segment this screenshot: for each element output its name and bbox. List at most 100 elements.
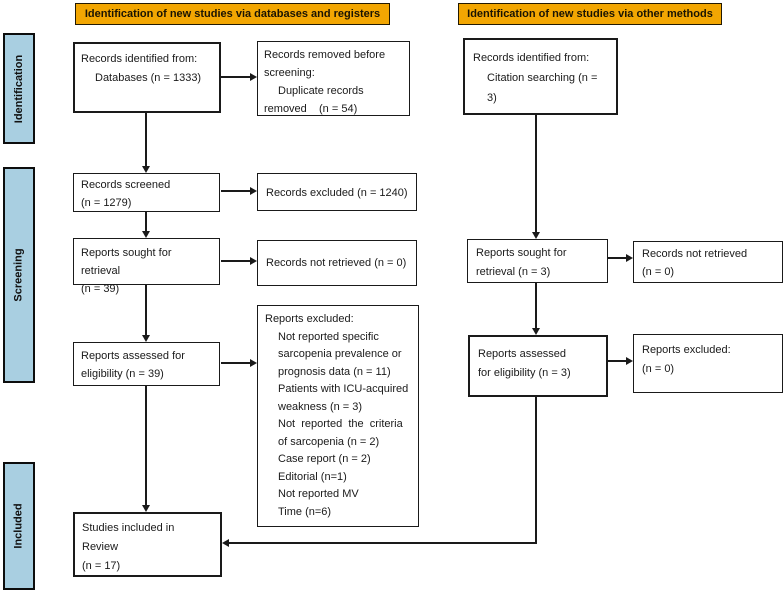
arrowhead-down-icon [142, 335, 150, 342]
box-line: Records not retrieved [642, 248, 748, 260]
connector-identified-to-screened [142, 113, 151, 173]
box-line: Records removed before [264, 49, 386, 61]
box-line: Reports assessed for [81, 350, 185, 362]
phase-label-included: Included [3, 462, 35, 590]
box-line: Time (n=6) [278, 505, 332, 518]
arrow-line [221, 362, 250, 364]
connector-soughtright-to-notretrieved [608, 254, 633, 263]
connector-sought-to-assessed [142, 285, 151, 342]
box-line: Patients with ICU-acquired [278, 383, 409, 395]
box-line: Records screened [81, 179, 171, 191]
arrowhead-right-icon [626, 254, 633, 262]
box-line: Reports sought for [476, 247, 567, 259]
box-records-not-retrieved-right: Records not retrieved (n = 0) [633, 241, 783, 283]
box-line: Records identified from: [473, 52, 590, 64]
box-line: Reports sought for retrieval [81, 247, 175, 277]
box-line: Case report (n = 2) [278, 453, 371, 465]
connector-soughtright-to-assessedright [532, 283, 541, 335]
connector-assessed-to-excludedreasons [221, 359, 257, 368]
arrow-line [221, 260, 250, 262]
header-other-methods-label: Identification of new studies via other … [467, 8, 713, 20]
arrowhead-right-icon [250, 257, 257, 265]
box-line: screening: [264, 67, 315, 79]
connector-screened-to-sought [142, 212, 151, 238]
box-line: Not reported the criteria [278, 418, 403, 430]
box-records-not-retrieved-left: Records not retrieved (n = 0) [257, 240, 417, 286]
arrow-line [145, 285, 147, 335]
arrowhead-left-icon [222, 539, 229, 547]
box-line: prognosis data (n = 11) [278, 365, 391, 378]
box-line: for eligibility (n = 3) [478, 367, 571, 379]
arrowhead-down-icon [142, 231, 150, 238]
box-reports-excluded-right: Reports excluded: (n = 0) [633, 334, 783, 393]
arrow-line [535, 115, 537, 232]
arrowhead-right-icon [250, 187, 257, 195]
arrowhead-down-icon [532, 232, 540, 239]
header-databases-registers: Identification of new studies via databa… [75, 3, 390, 25]
box-line: Reports excluded: [642, 344, 731, 356]
arrow-line [608, 257, 626, 259]
box-line: Records identified from: [81, 53, 198, 65]
box-line: Studies included in Review [82, 522, 178, 553]
box-reports-assessed-left: Reports assessed for eligibility (n = 39… [73, 342, 220, 386]
box-line: (n = 39) [81, 283, 120, 295]
box-line: (n = 0) [642, 363, 675, 375]
box-line: eligibility (n = 39) [81, 368, 164, 380]
arrow-line [535, 397, 537, 544]
box-line: Duplicate records [278, 85, 364, 97]
connector-identified-to-removed [221, 73, 257, 82]
box-line: weakness (n = 3) [278, 400, 363, 413]
header-databases-registers-label: Identification of new studies via databa… [84, 8, 381, 20]
arrow-line [221, 190, 250, 192]
arrow-line [229, 542, 537, 544]
box-line: Reports excluded: [265, 313, 354, 325]
phase-label-identification: Identification [3, 33, 35, 144]
connector-assessedright-to-included [222, 397, 538, 547]
box-line: sarcopenia prevalence or [278, 348, 402, 360]
box-records-identified-databases: Records identified from: Databases (n = … [73, 42, 221, 113]
connector-assessedright-to-excluded [608, 357, 633, 366]
box-line: retrieval (n = 3) [476, 266, 551, 278]
arrowhead-down-icon [142, 505, 150, 512]
phase-label-screening: Screening [3, 167, 35, 383]
box-records-identified-citation: Records identified from: Citation search… [463, 38, 618, 115]
connector-screened-to-excluded [221, 187, 257, 196]
box-records-removed-before-screening: Records removed before screening: Duplic… [257, 41, 410, 116]
box-reports-assessed-right: Reports assessed for eligibility (n = 3) [468, 335, 608, 397]
box-line: of sarcopenia (n = 2) [278, 435, 380, 448]
arrowhead-down-icon [532, 328, 540, 335]
connector-sought-to-notretrieved [221, 257, 257, 266]
box-reports-sought-right: Reports sought for retrieval (n = 3) [467, 239, 608, 283]
box-line: (n = 17) [82, 560, 121, 572]
box-reports-sought-left: Reports sought for retrieval (n = 39) [73, 238, 220, 295]
box-line: Reports assessed [478, 348, 567, 360]
connector-citation-to-soughtright [532, 115, 541, 239]
box-line: Records excluded (n = 1240) [266, 187, 408, 199]
arrow-line [608, 360, 626, 362]
arrowhead-right-icon [626, 357, 633, 365]
box-records-excluded: Records excluded (n = 1240) [257, 173, 417, 211]
arrowhead-right-icon [250, 73, 257, 81]
box-studies-included: Studies included in Review (n = 17) [73, 512, 222, 577]
connector-assessed-to-included [142, 386, 151, 512]
box-line: (n = 1279) [81, 197, 132, 209]
box-line: removed (n = 54) [264, 103, 358, 115]
header-other-methods: Identification of new studies via other … [458, 3, 722, 25]
box-line: Records not retrieved (n = 0) [266, 257, 407, 269]
arrow-line [535, 283, 537, 328]
box-line: Not reported MV [278, 488, 359, 500]
arrowhead-right-icon [250, 359, 257, 367]
arrow-line [221, 76, 250, 78]
phase-label-identification-text: Identification [13, 54, 26, 123]
arrow-line [145, 212, 147, 231]
phase-label-included-text: Included [13, 503, 26, 549]
box-line: (n = 0) [642, 266, 675, 278]
box-reports-excluded-reasons: Reports excluded: Not reported specific … [257, 305, 419, 527]
box-records-screened: Records screened (n = 1279) [73, 173, 220, 212]
arrow-line [145, 386, 147, 505]
arrow-line [145, 113, 147, 166]
box-line: Databases (n = 1333) [95, 72, 202, 84]
box-line: Citation searching (n = 3) [487, 72, 601, 104]
box-line: Editorial (n=1) [278, 470, 347, 483]
